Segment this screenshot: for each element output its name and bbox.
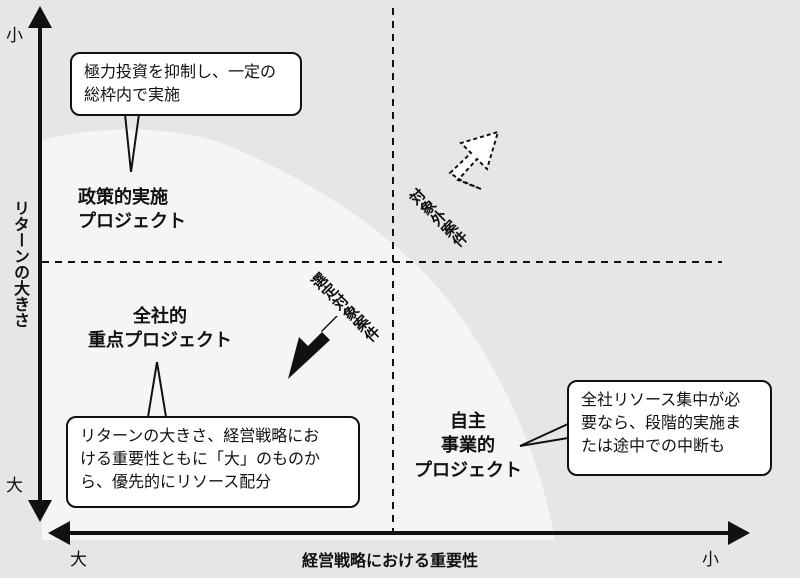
tail-right-callout — [519, 423, 569, 447]
y-axis-title: リターンの大きさ — [11, 200, 30, 328]
x-axis-title: 経営戦略における重要性 — [302, 551, 479, 570]
x-axis — [48, 521, 750, 545]
callout-autonomous: 全社リソース集中が必 要なら、段階的実施ま たは途中での中断も — [567, 380, 772, 476]
arrow-inward-solid — [288, 316, 338, 379]
y-axis-top-label: 小 — [6, 26, 23, 46]
callout-policy: 極力投資を抑制し、一定の 総枠内で実施 — [70, 52, 302, 116]
quadrant-title-autonomous: 自主 事業的 プロジェクト — [414, 411, 522, 481]
callout-priority: リターンの大きさ、経営戦略にお ける重要性ともに「大」のものか ら、優先的にリソ… — [66, 416, 360, 508]
arrow-outward-dashed — [448, 130, 500, 190]
quadrant-title-priority: 全社的 重点プロジェクト — [88, 306, 232, 352]
y-axis — [28, 6, 52, 522]
y-axis-bottom-label: 大 — [6, 476, 23, 496]
x-axis-right-label: 小 — [702, 550, 719, 570]
quadrant-title-policy: 政策的実施 プロジェクト — [78, 187, 186, 233]
tail-top-callout — [124, 113, 132, 173]
x-axis-left-label: 大 — [70, 550, 87, 570]
tail-bottom-callout — [147, 361, 158, 418]
